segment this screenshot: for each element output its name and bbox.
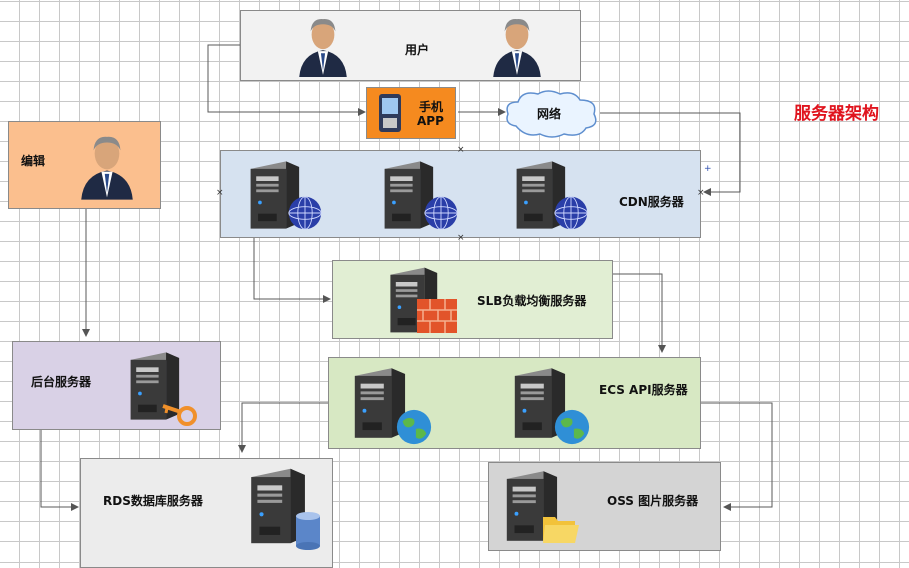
globe-icon xyxy=(553,195,589,231)
network-cloud-icon xyxy=(506,90,597,138)
person-icon xyxy=(297,15,349,77)
selection-handle-icon: × xyxy=(216,188,224,198)
globe-icon xyxy=(423,195,459,231)
person-icon xyxy=(79,132,135,200)
mobile-app-label-line1: 手机 xyxy=(419,100,444,114)
connector-cdn-to-slb xyxy=(253,237,331,303)
selection-handle-icon: × xyxy=(457,233,465,243)
cdn-server-node: CDN服务器 xyxy=(220,150,701,238)
slb-server-node: SLB负载均衡服务器 xyxy=(332,260,613,339)
connector-backend-to-rds xyxy=(40,429,79,511)
backend-server-node: 后台服务器 xyxy=(12,341,221,430)
connector-slb-to-ecs xyxy=(612,273,666,353)
diagram-title: 服务器架构 xyxy=(794,104,879,124)
network-label: 网络 xyxy=(537,107,562,121)
folder-icon xyxy=(543,517,579,543)
cdn-label: CDN服务器 xyxy=(619,195,684,209)
oss-label: OSS 图片服务器 xyxy=(607,494,699,508)
connector-ecs-to-oss xyxy=(700,402,773,511)
mobile-app-label-line2: APP xyxy=(417,114,444,128)
oss-image-server-node: OSS 图片服务器 xyxy=(488,462,721,551)
firewall-icon xyxy=(417,299,457,333)
ecs-api-server-node: ECS API服务器 xyxy=(328,357,701,449)
slb-label: SLB负载均衡服务器 xyxy=(477,294,587,308)
user-node: 用户 xyxy=(240,10,581,81)
rds-label: RDS数据库服务器 xyxy=(103,494,203,508)
person-icon xyxy=(491,15,543,77)
selection-handle-icon: × xyxy=(457,145,465,155)
globe-icon xyxy=(287,195,323,231)
database-icon xyxy=(296,512,320,550)
mobile-app-node: 手机 APP xyxy=(366,87,456,139)
earth-globe-icon xyxy=(395,408,433,446)
connector-ecs-to-rds xyxy=(238,402,330,453)
user-label: 用户 xyxy=(405,43,430,57)
editor-node: 编辑 xyxy=(8,121,161,209)
selection-handle-icon: × xyxy=(697,188,705,198)
phone-icon xyxy=(379,94,401,132)
key-icon xyxy=(162,404,197,426)
backend-label: 后台服务器 xyxy=(31,375,92,389)
editor-label: 编辑 xyxy=(21,154,46,168)
connector-user-to-app xyxy=(207,44,366,116)
rotation-handle-icon: + xyxy=(704,164,712,174)
ecs-label: ECS API服务器 xyxy=(599,383,688,397)
earth-globe-icon xyxy=(553,408,591,446)
connector-network-to-cdn xyxy=(600,112,741,196)
rds-database-server-node: RDS数据库服务器 xyxy=(80,458,333,568)
